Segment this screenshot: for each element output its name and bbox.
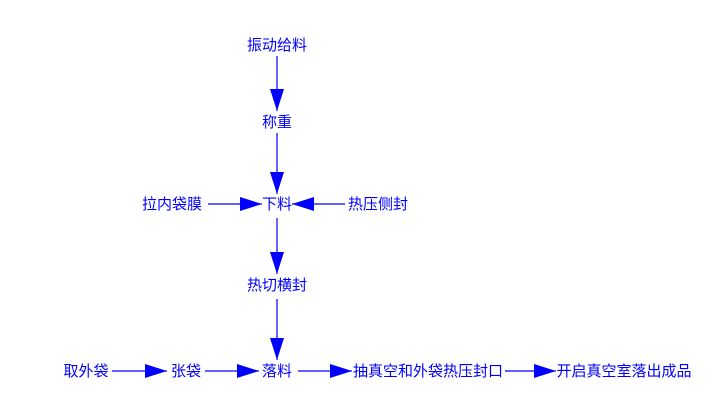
edges-layer <box>112 56 556 378</box>
node-background <box>557 361 691 381</box>
node-background <box>169 361 203 381</box>
node-background <box>60 361 112 381</box>
edge-drop-material-to-vacuum-and-outer-bag-heat-seal <box>298 364 352 378</box>
edge-open-bag-to-drop-material <box>205 364 259 378</box>
arrowhead-icon <box>534 364 556 378</box>
node-label: 取外袋 <box>63 362 108 380</box>
node-label: 下料 <box>262 195 292 213</box>
node-take-outer-bag: 取外袋 <box>60 361 112 381</box>
node-label: 热切横封 <box>247 276 307 294</box>
node-drop-material: 落料 <box>260 361 294 381</box>
node-background <box>260 361 294 381</box>
edge-pull-inner-bag-film-to-blanking <box>208 197 262 211</box>
node-background <box>245 275 309 295</box>
node-open-bag: 张袋 <box>169 361 203 381</box>
edge-weighing-to-blanking <box>270 133 284 194</box>
node-hot-cut-cross-seal: 热切横封 <box>245 275 309 295</box>
arrowhead-icon <box>270 89 284 111</box>
edge-vacuum-and-outer-bag-heat-seal-to-open-vacuum-chamber-drop-product <box>505 364 556 378</box>
edge-heat-press-side-seal-to-blanking <box>292 197 345 211</box>
node-background <box>245 35 309 55</box>
node-vibration-feeding: 振动给料 <box>245 35 309 55</box>
node-label: 振动给料 <box>247 36 307 54</box>
arrowhead-icon <box>270 172 284 194</box>
arrowhead-icon <box>270 338 284 360</box>
node-label: 抽真空和外袋热压封口 <box>353 362 503 380</box>
edge-vibration-feeding-to-weighing <box>270 56 284 111</box>
node-background <box>352 361 504 381</box>
node-vacuum-and-outer-bag-heat-seal: 抽真空和外袋热压封口 <box>352 361 504 381</box>
node-label: 落料 <box>262 362 292 380</box>
node-background <box>262 194 292 214</box>
node-pull-inner-bag-film: 拉内袋膜 <box>138 194 206 214</box>
node-background <box>260 112 294 132</box>
node-label: 张袋 <box>171 362 201 380</box>
node-label: 称重 <box>262 113 292 131</box>
node-background <box>138 194 206 214</box>
arrowhead-icon <box>237 364 259 378</box>
arrowhead-icon <box>292 197 314 211</box>
node-open-vacuum-chamber-drop-product: 开启真空室落出成品 <box>556 361 692 381</box>
arrowhead-icon <box>270 252 284 274</box>
node-heat-press-side-seal: 热压侧封 <box>346 194 410 214</box>
node-weighing: 称重 <box>260 112 294 132</box>
arrowhead-icon <box>145 364 167 378</box>
edge-take-outer-bag-to-open-bag <box>112 364 167 378</box>
node-background <box>346 194 410 214</box>
edge-blanking-to-hot-cut-cross-seal <box>270 218 284 274</box>
node-label: 开启真空室落出成品 <box>556 362 691 380</box>
edge-hot-cut-cross-seal-to-drop-material <box>270 299 284 360</box>
arrowhead-icon <box>330 364 352 378</box>
node-label: 热压侧封 <box>348 195 408 213</box>
node-blanking: 下料 <box>262 194 292 214</box>
arrowhead-icon <box>240 197 262 211</box>
node-label: 拉内袋膜 <box>142 195 202 213</box>
